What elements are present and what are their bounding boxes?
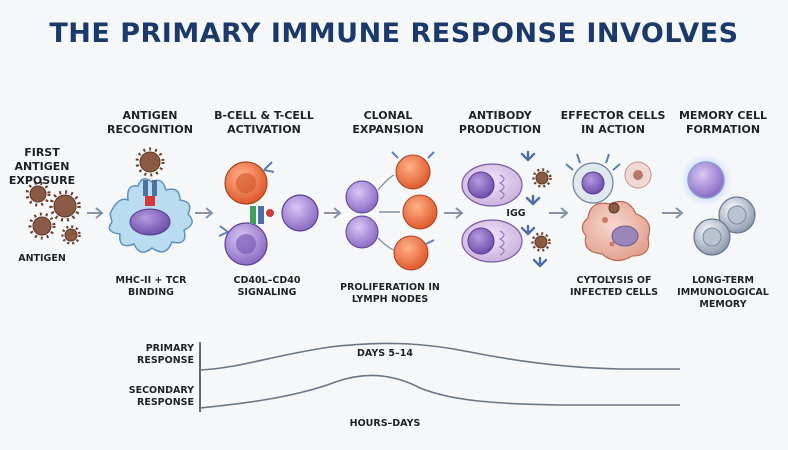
- memory-cell: [718, 196, 756, 234]
- antibody-icon: [525, 194, 541, 206]
- dendritic-cell: [108, 147, 193, 253]
- antigen-icon: [49, 190, 81, 222]
- secondary-duration-label: HOURS–DAYS: [349, 418, 421, 429]
- antigen-icon: [135, 147, 165, 177]
- primary-duration-label: DAYS 5–14: [357, 348, 413, 359]
- antigen-cluster: [25, 181, 81, 245]
- antigen-icon: [531, 232, 551, 252]
- primary-response-curve: [199, 342, 680, 371]
- antibody-icon: [520, 224, 536, 236]
- memory-cell: [680, 154, 732, 206]
- primary-response-label: PRIMARY RESPONSE: [137, 343, 194, 366]
- flow-arrows: [87, 207, 684, 219]
- antigen-icon: [25, 181, 51, 207]
- t-cell: [391, 151, 435, 190]
- antibody-icon: [532, 256, 548, 268]
- cytotoxic-t-cell: [565, 153, 621, 204]
- antibody-icon: [520, 150, 536, 162]
- stage-label-immunological-memory: LONG-TERM IMMUNOLOGICAL MEMORY: [677, 275, 769, 310]
- b-cell: [345, 180, 379, 214]
- receptor-icon: [143, 180, 157, 206]
- infected-cell: [581, 201, 651, 262]
- antigen-icon: [608, 202, 620, 214]
- stage-heading-antigen-recognition: ANTIGEN RECOGNITION: [107, 109, 193, 136]
- arrow-icon: [195, 207, 214, 219]
- stage-label-cd40-signaling: CD40L–CD40 SIGNALING: [233, 275, 301, 298]
- stage-heading-memory-cell-formation: MEMORY CELL FORMATION: [678, 109, 768, 136]
- stage-heading-antibody-production: ANTIBODY PRODUCTION: [458, 109, 542, 136]
- clonal-expansion-group: [345, 151, 438, 271]
- stage-heading-activation: B-CELL & T-CELL ACTIVATION: [214, 109, 314, 136]
- secondary-response-label: SECONDARY RESPONSE: [128, 385, 194, 408]
- stage-heading-effector-cells: EFFECTOR CELLS IN ACTION: [560, 109, 666, 136]
- b-cell: [345, 215, 379, 249]
- arrow-icon: [662, 207, 684, 219]
- antigen-icon: [532, 168, 552, 188]
- stage-heading-first-antigen-exposure: FIRST ANTIGEN EXPOSURE: [8, 146, 76, 187]
- t-cell: [224, 161, 275, 205]
- t-cell: [393, 235, 435, 271]
- arrow-icon: [87, 207, 104, 219]
- antigen-icon: [61, 225, 81, 245]
- response-timeline: [199, 342, 680, 412]
- memory-cell: [693, 218, 731, 256]
- b-cell: [218, 222, 268, 266]
- granule-icon: [624, 161, 652, 189]
- arrow-icon: [444, 207, 464, 219]
- stage-label-antigen: ANTIGEN: [18, 253, 66, 264]
- stage-label-igg: IGG: [506, 208, 526, 219]
- t-cell: [402, 194, 438, 230]
- plasma-cell: [461, 219, 523, 263]
- cd40-signaling-icon: [250, 206, 274, 224]
- stage-label-mhc-tcr-binding: MHC-II + TCR BINDING: [115, 275, 187, 298]
- b-cell: [281, 194, 319, 232]
- stage-heading-clonal-expansion: CLONAL EXPANSION: [352, 109, 424, 136]
- secondary-response-curve: [199, 374, 680, 409]
- plasma-cell: [461, 163, 523, 207]
- arrow-icon: [549, 207, 569, 219]
- arrow-icon: [324, 207, 342, 219]
- stage-label-cytolysis: CYTOLYSIS OF INFECTED CELLS: [569, 275, 658, 298]
- page-title: THE PRIMARY IMMUNE RESPONSE INVOLVES: [49, 18, 739, 49]
- stage-label-proliferation: PROLIFERATION IN LYMPH NODES: [340, 282, 440, 305]
- antigen-icon: [28, 212, 56, 240]
